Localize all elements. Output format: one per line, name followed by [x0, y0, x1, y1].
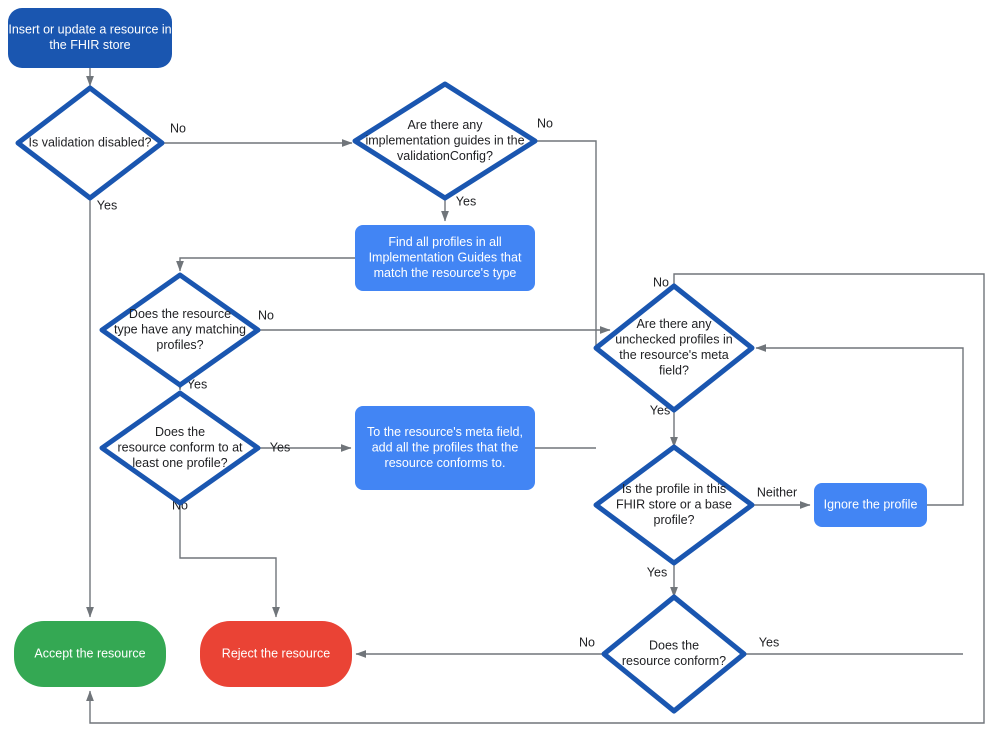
edge-ignore-to-unchecked — [755, 344, 964, 506]
edge-label: Yes — [647, 565, 667, 579]
does-the-resource-conform-label-line: resource conform? — [622, 654, 726, 668]
is-profile-in-fhir-store-or-base-label-line: Is the profile in this — [622, 482, 726, 496]
are-there-implementation-guides-label-line: implementation guides in the — [365, 133, 524, 147]
edge-label: Yes — [759, 635, 779, 649]
edge-resource-conform-yes-to-unchecked: Yes — [744, 635, 963, 655]
does-the-resource-conform-label-line: Does the — [649, 639, 699, 653]
are-there-unchecked-profiles-label-line: unchecked profiles in — [615, 333, 732, 347]
edge-conform-one-no-to-reject-path — [179, 503, 280, 618]
find-all-profiles-label-line: match the resource's type — [374, 266, 517, 280]
edge-resource-conform-no-to-reject: No — [355, 635, 604, 658]
does-resource-conform-to-at-least-one-profile-label-line: Does the — [155, 425, 205, 439]
insert-or-update-resource-shape[interactable] — [8, 8, 172, 68]
edge-label: No — [579, 635, 595, 649]
node-ignore-the-profile[interactable]: Ignore the profile — [814, 483, 927, 527]
edge-profile-location-neither-to-ignore: Neither — [752, 485, 811, 509]
edge-label: No — [258, 308, 274, 322]
edge-unchecked-no-to-bottom-loop-path — [86, 273, 985, 724]
is-profile-in-fhir-store-or-base-label-line: profile? — [654, 513, 695, 527]
is-validation-disabled-label-line: Is validation disabled? — [29, 135, 152, 149]
edges-layer: NoYesYesNoNoYesYesNoNoYesNeitherYesYesNo — [86, 68, 985, 724]
find-all-profiles-label-line: Find all profiles in all — [388, 235, 501, 249]
edge-label: No — [170, 121, 186, 135]
does-resource-conform-to-at-least-one-profile-label-line: least one profile? — [132, 456, 227, 470]
are-there-unchecked-profiles-label-line: Are there any — [636, 317, 712, 331]
edge-label: No — [537, 116, 553, 130]
insert-or-update-resource-label-line: the FHIR store — [49, 38, 130, 52]
reject-the-resource-shape[interactable] — [200, 621, 352, 687]
edge-find-profiles-to-matching — [176, 257, 355, 272]
does-resource-type-have-matching-profiles-shape[interactable] — [99, 272, 261, 388]
node-accept-the-resource[interactable]: Accept the resource — [14, 621, 166, 687]
add-profiles-to-meta-field-shape[interactable] — [355, 406, 535, 490]
edge-matching-no-to-unchecked: No — [258, 308, 611, 334]
are-there-unchecked-profiles-label-line: field? — [659, 364, 689, 378]
edge-conform-one-yes-to-add-profiles: Yes — [258, 440, 352, 454]
find-all-profiles-shape[interactable] — [355, 225, 535, 291]
node-reject-the-resource[interactable]: Reject the resource — [200, 621, 352, 687]
edge-impl-guides-no-to-unchecked: No — [535, 116, 611, 352]
are-there-implementation-guides-shape[interactable] — [352, 81, 538, 201]
are-there-unchecked-profiles-shape[interactable] — [593, 283, 755, 413]
are-there-implementation-guides-label-line: Are there any — [407, 118, 483, 132]
does-resource-conform-to-at-least-one-profile-label-line: resource conform to at — [117, 440, 243, 454]
edge-label: Yes — [270, 440, 290, 454]
edge-label: Yes — [456, 194, 476, 208]
edge-unchecked-no-to-bottom-loop: No — [86, 273, 985, 724]
ignore-the-profile-label-line: Ignore the profile — [824, 497, 918, 511]
edge-profile-location-yes-to-resource-conform: Yes — [647, 563, 678, 598]
are-there-unchecked-profiles-label-line: the resource's meta — [619, 348, 728, 362]
accept-the-resource-label-line: Accept the resource — [34, 646, 145, 660]
is-profile-in-fhir-store-or-base-label-line: FHIR store or a base — [616, 497, 732, 511]
edge-label: No — [653, 275, 669, 289]
does-resource-conform-to-at-least-one-profile-shape[interactable] — [99, 390, 261, 506]
insert-or-update-resource-label-line: Insert or update a resource in — [8, 23, 171, 37]
ignore-the-profile-shape[interactable] — [814, 483, 927, 527]
reject-the-resource-label-line: Reject the resource — [222, 646, 330, 660]
is-validation-disabled-shape[interactable] — [15, 85, 165, 201]
find-all-profiles-label-line: Implementation Guides that — [369, 250, 522, 264]
node-add-profiles-to-meta-field[interactable]: To the resource's meta field,add all the… — [355, 406, 535, 490]
accept-the-resource-shape[interactable] — [14, 621, 166, 687]
edge-impl-guides-yes-to-find-profiles: Yes — [441, 194, 476, 222]
does-resource-type-have-matching-profiles-label-line: type have any matching — [114, 322, 246, 336]
add-profiles-to-meta-field-label-line: resource conforms to. — [385, 456, 506, 470]
does-the-resource-conform-shape[interactable] — [601, 594, 747, 714]
edge-label: Yes — [187, 377, 207, 391]
edge-conform-one-no-to-reject: No — [172, 498, 280, 618]
node-is-validation-disabled[interactable]: Is validation disabled? — [15, 85, 165, 201]
does-resource-type-have-matching-profiles-label-line: profiles? — [156, 338, 203, 352]
edge-find-profiles-to-matching-path — [176, 257, 355, 272]
edge-validation-no-to-impl-guides: No — [162, 121, 353, 147]
is-profile-in-fhir-store-or-base-shape[interactable] — [593, 444, 755, 566]
edge-impl-guides-no-to-unchecked-path — [535, 140, 611, 352]
edge-label: Yes — [97, 198, 117, 212]
edge-label: Neither — [757, 485, 797, 499]
edge-unchecked-yes-to-profile-location: Yes — [650, 403, 678, 448]
edge-label: Yes — [650, 403, 670, 417]
edge-validation-yes-to-accept: Yes — [86, 198, 117, 618]
are-there-implementation-guides-label-line: validationConfig? — [397, 149, 493, 163]
add-profiles-to-meta-field-label-line: To the resource's meta field, — [367, 425, 523, 439]
does-resource-type-have-matching-profiles-label-line: Does the resource — [129, 307, 231, 321]
edge-ignore-to-unchecked-path — [755, 344, 964, 506]
add-profiles-to-meta-field-label-line: add all the profiles that the — [372, 440, 519, 454]
